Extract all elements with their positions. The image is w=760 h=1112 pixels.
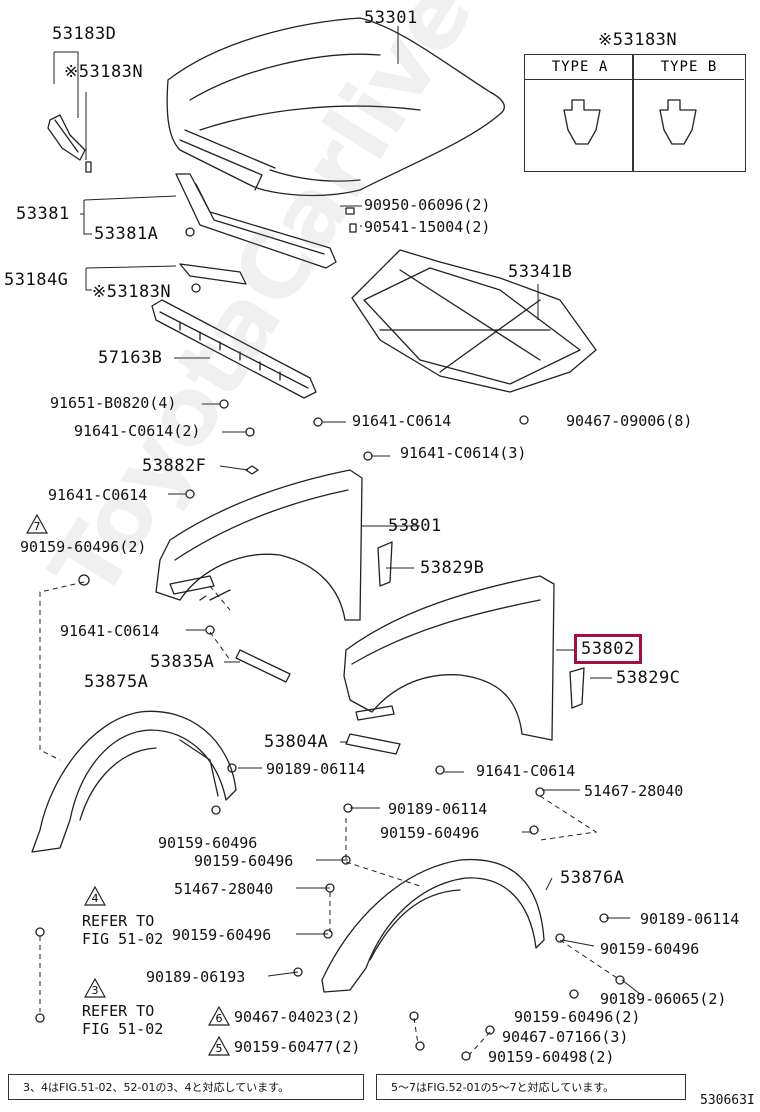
part-label-91641-C0614-3[interactable]: 91641-C0614(3) bbox=[400, 444, 527, 462]
part-label-90950-06096[interactable]: 90950-06096(2) bbox=[364, 196, 491, 214]
seal-53184G bbox=[179, 263, 247, 293]
part-label-53301[interactable]: 53301 bbox=[364, 8, 418, 28]
part-label-90159-60496-2[interactable]: 90159-60496(2) bbox=[20, 538, 147, 556]
fender-liner-53875A bbox=[31, 710, 237, 853]
fig-ref-label-1[interactable]: FIG 51-02 bbox=[82, 930, 164, 948]
part-label-91641-C0614-2[interactable]: 91641-C0614(2) bbox=[74, 422, 201, 440]
part-label-90467-04023[interactable]: 90467-04023(2) bbox=[234, 1008, 361, 1026]
clip-type-a bbox=[563, 99, 601, 145]
part-label-90467-09006[interactable]: 90467-09006(8) bbox=[566, 412, 693, 430]
part-label-90159-60496-e[interactable]: 90159-60496 bbox=[600, 940, 700, 958]
part-label-53802-highlighted[interactable]: 53802 bbox=[574, 634, 642, 664]
part-label-90189-06065[interactable]: 90189-06065(2) bbox=[600, 990, 727, 1008]
support-57163B bbox=[151, 299, 317, 399]
radiator-support-seal-53381 bbox=[175, 173, 337, 269]
footnote-right: 5〜7はFIG.52-01の5〜7と対応しています。 bbox=[376, 1074, 686, 1100]
triangle-number: 6 bbox=[215, 1012, 223, 1025]
triangle-number: 4 bbox=[91, 892, 99, 905]
hood-seal-53183D bbox=[47, 114, 92, 173]
part-label-91641-C0614-c[interactable]: 91641-C0614 bbox=[60, 622, 160, 640]
type-table-divider bbox=[632, 55, 634, 171]
clip-type-table: TYPE A TYPE B bbox=[524, 54, 746, 172]
part-label-90159-60496-d[interactable]: 90159-60496 bbox=[172, 926, 272, 944]
part-label-51467-28040-b[interactable]: 51467-28040 bbox=[174, 880, 274, 898]
triangle-marker-4: 4 bbox=[84, 886, 106, 906]
fender-liner-53876A bbox=[321, 858, 545, 993]
part-label-57163B[interactable]: 57163B bbox=[98, 348, 163, 368]
part-label-53829C[interactable]: 53829C bbox=[616, 668, 681, 688]
part-label-91651-B0820[interactable]: 91651-B0820(4) bbox=[50, 394, 177, 412]
part-label-53801[interactable]: 53801 bbox=[388, 516, 442, 536]
part-label-90189-06114-a[interactable]: 90189-06114 bbox=[266, 760, 366, 778]
part-label-53804A[interactable]: 53804A bbox=[264, 732, 329, 752]
hood-insulator-53341B bbox=[351, 249, 597, 393]
hood-drawing bbox=[166, 17, 505, 197]
diagram-id: 530663I bbox=[700, 1093, 755, 1108]
triangle-number: 7 bbox=[33, 520, 41, 533]
part-label-53835A[interactable]: 53835A bbox=[150, 652, 215, 672]
part-label-53183D[interactable]: 53183D bbox=[52, 24, 117, 44]
refer-to-label-1: REFER TO bbox=[82, 912, 155, 930]
part-label-90189-06193[interactable]: 90189-06193 bbox=[146, 968, 246, 986]
part-label-53875A[interactable]: 53875A bbox=[84, 672, 149, 692]
part-label-53381A[interactable]: 53381A bbox=[94, 224, 159, 244]
refer-to-label-2: REFER TO bbox=[82, 1002, 155, 1020]
part-label-53341B[interactable]: 53341B bbox=[508, 262, 573, 282]
front-fender-53801 bbox=[155, 469, 363, 621]
part-label-51467-28040-a[interactable]: 51467-28040 bbox=[584, 782, 684, 800]
front-fender-53802 bbox=[343, 575, 555, 741]
part-label-90189-06114-c[interactable]: 90189-06114 bbox=[640, 910, 740, 928]
part-label-53183N-a[interactable]: ※53183N bbox=[64, 62, 144, 82]
part-label-53882F[interactable]: 53882F bbox=[142, 456, 207, 476]
triangle-marker-7: 7 bbox=[26, 514, 48, 534]
part-label-53184G[interactable]: 53184G bbox=[4, 270, 69, 290]
triangle-number: 5 bbox=[215, 1042, 223, 1055]
part-label-90159-60496-f[interactable]: 90159-60496(2) bbox=[514, 1008, 641, 1026]
part-label-90159-60496-c[interactable]: 90159-60496 bbox=[194, 852, 294, 870]
footnote-left: 3、4はFIG.51-02、52-01の3、4と対応しています。 bbox=[8, 1074, 364, 1100]
part-label-53829B[interactable]: 53829B bbox=[420, 558, 485, 578]
part-label-90189-06114-b[interactable]: 90189-06114 bbox=[388, 800, 488, 818]
fig-ref-label-2[interactable]: FIG 51-02 bbox=[82, 1020, 164, 1038]
triangle-marker-5: 5 bbox=[208, 1036, 230, 1056]
type-a-header: TYPE A bbox=[525, 55, 635, 80]
part-label-90467-07166[interactable]: 90467-07166(3) bbox=[502, 1028, 629, 1046]
part-label-53381[interactable]: 53381 bbox=[16, 204, 70, 224]
clip-type-b bbox=[659, 99, 697, 145]
triangle-number: 3 bbox=[91, 984, 99, 997]
part-label-91641-C0614-b[interactable]: 91641-C0614 bbox=[48, 486, 148, 504]
part-label-90541-15004[interactable]: 90541-15004(2) bbox=[364, 218, 491, 236]
part-label-53183N-top[interactable]: ※53183N bbox=[598, 30, 678, 50]
triangle-marker-3: 3 bbox=[84, 978, 106, 998]
part-label-90159-60496-a[interactable]: 90159-60496 bbox=[380, 824, 480, 842]
type-b-header: TYPE B bbox=[634, 55, 744, 80]
part-label-53183N-b[interactable]: ※53183N bbox=[92, 282, 172, 302]
part-label-91641-C0614-d[interactable]: 91641-C0614 bbox=[476, 762, 576, 780]
part-label-90159-60477[interactable]: 90159-60477(2) bbox=[234, 1038, 361, 1056]
part-label-90159-60498[interactable]: 90159-60498(2) bbox=[488, 1048, 615, 1066]
triangle-marker-6: 6 bbox=[208, 1006, 230, 1026]
part-label-90159-60496-b[interactable]: 90159-60496 bbox=[158, 834, 258, 852]
part-label-53876A[interactable]: 53876A bbox=[560, 868, 625, 888]
part-label-91641-C0614-a[interactable]: 91641-C0614 bbox=[352, 412, 452, 430]
